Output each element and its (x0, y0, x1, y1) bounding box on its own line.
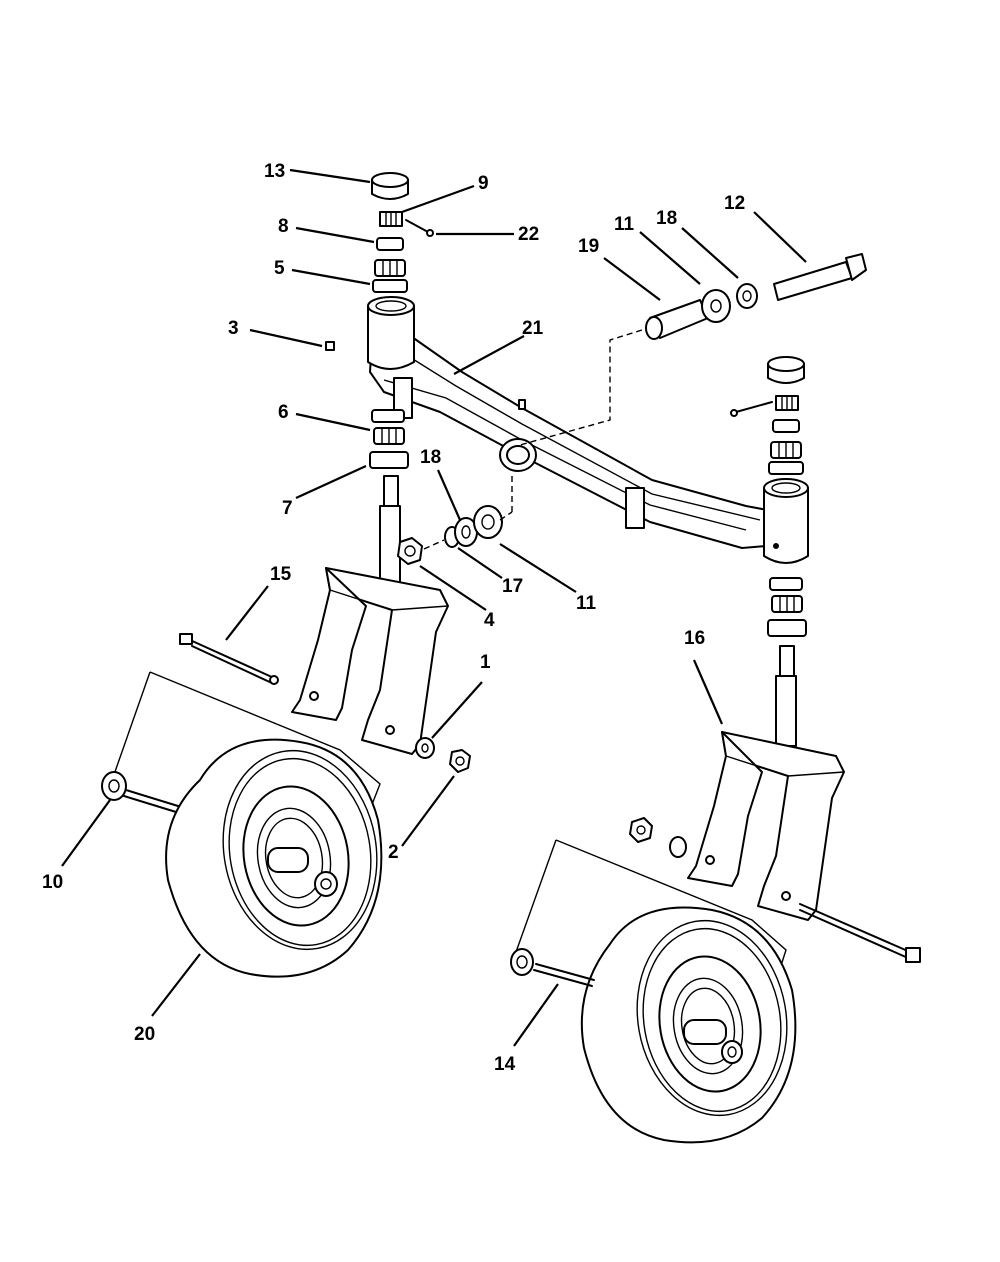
callout-13: 13 (264, 161, 285, 182)
left-fork-bolt (179, 633, 279, 685)
callout-3: 3 (228, 318, 239, 339)
callout-8: 8 (278, 216, 289, 237)
right-axle-bolt (510, 948, 595, 987)
callout-18-top: 18 (656, 208, 677, 229)
right-fork-washer (669, 836, 687, 858)
leader-lines (61, 168, 807, 1047)
callout-5: 5 (274, 258, 285, 279)
right-upper-bearing (768, 419, 804, 475)
callout-19: 19 (578, 236, 599, 257)
right-wheel (515, 839, 797, 1144)
callout-11-top: 11 (614, 214, 635, 235)
pivot-nut (397, 537, 423, 565)
callout-labels: 13 9 8 22 5 3 21 19 11 18 12 6 7 18 17 1… (42, 161, 745, 1075)
callout-15: 15 (270, 564, 292, 585)
left-cotter-pin (405, 219, 434, 237)
callout-10: 10 (42, 872, 63, 893)
pivot-washer-large-rear (701, 289, 731, 323)
front-axle-beam (369, 329, 779, 549)
callout-21: 21 (522, 318, 544, 339)
callout-11-mid: 11 (576, 593, 597, 614)
callout-6: 6 (278, 402, 289, 423)
left-lower-bearing (369, 409, 409, 469)
left-spindle-housing (367, 296, 415, 370)
right-fork-nut (629, 817, 653, 843)
callout-7: 7 (282, 498, 293, 519)
right-spindle-shaft (775, 645, 797, 747)
callout-2: 2 (388, 842, 399, 863)
callout-18-mid: 18 (420, 447, 441, 468)
callout-4: 4 (484, 610, 495, 631)
left-grease-fitting (325, 341, 335, 351)
pivot-bolt (773, 253, 867, 301)
callout-14: 14 (494, 1054, 516, 1075)
right-lower-bearing (767, 577, 807, 637)
left-castle-nut (379, 211, 403, 227)
right-fork-bolt (799, 903, 921, 963)
callout-17: 17 (502, 576, 523, 597)
left-axle-bolt (101, 771, 179, 813)
callout-16: 16 (684, 628, 705, 649)
left-fork-washer (415, 737, 435, 759)
right-spindle-housing (763, 478, 809, 564)
callout-20: 20 (134, 1024, 155, 1045)
pivot-bushing (645, 299, 709, 340)
left-wheel (109, 671, 383, 978)
right-dust-cap (767, 356, 805, 384)
pivot-washer-large (473, 505, 503, 539)
left-upper-bearing (372, 259, 408, 293)
left-fork-nut (449, 749, 471, 773)
left-washer-top (376, 237, 404, 251)
callout-22: 22 (518, 224, 539, 245)
left-caster-fork (291, 567, 449, 755)
right-castle-nut (775, 395, 799, 411)
right-cotter-pin (730, 401, 773, 417)
left-spindle-shaft (379, 475, 401, 587)
pivot-washer-small-rear (736, 283, 758, 309)
callout-12: 12 (724, 193, 745, 214)
right-caster-fork (687, 731, 845, 921)
callout-1: 1 (480, 652, 491, 673)
callout-9: 9 (478, 173, 489, 194)
left-dust-cap (371, 172, 409, 200)
